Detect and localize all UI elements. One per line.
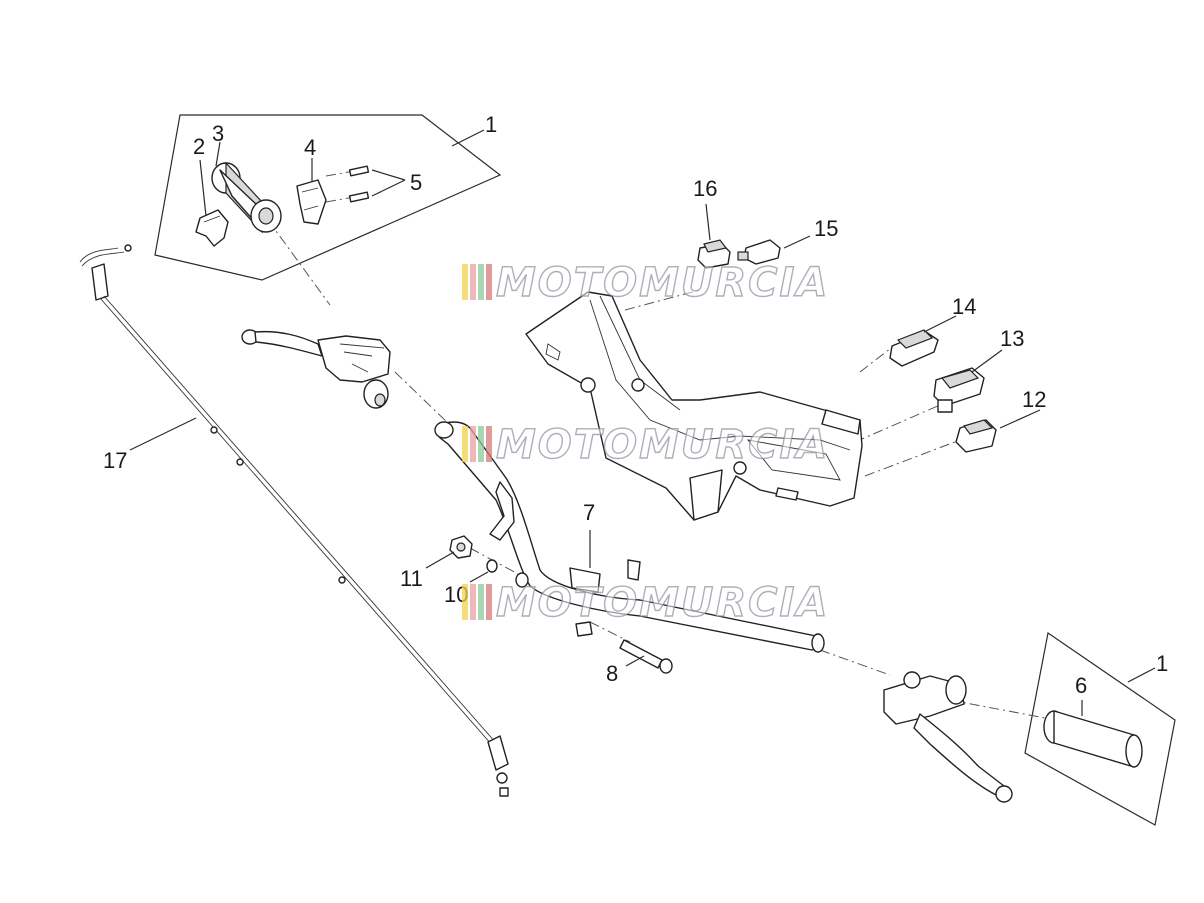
screw-part [348, 165, 406, 203]
watermark-stripe [478, 264, 484, 300]
watermark-stripe [470, 584, 476, 620]
callout-13: 13 [1000, 326, 1024, 351]
throttle-grip-part [211, 141, 282, 234]
callout-3: 3 [212, 121, 224, 146]
headlight-bracket-assembly [525, 291, 863, 521]
callout-15: 15 [814, 216, 838, 241]
callout-5: 5 [410, 170, 422, 195]
leader-1-right [1127, 667, 1156, 683]
watermark-text: MOTOMURCIA [496, 422, 829, 468]
watermark-stripe [470, 264, 476, 300]
watermark-stripe [470, 426, 476, 462]
watermark-top: MOTOMURCIA [462, 259, 829, 307]
watermark-text: MOTOMURCIA [496, 580, 829, 626]
callout-1-bottom: 1 [1156, 651, 1168, 676]
watermark-stripe [486, 584, 492, 620]
connector-15-part [737, 235, 811, 265]
watermark-stripe [486, 264, 492, 300]
callout-1-top: 1 [485, 112, 497, 137]
callout-2: 2 [193, 134, 205, 159]
washer-part [469, 559, 529, 588]
watermark-middle: MOTOMURCIA [462, 421, 829, 469]
watermark-stripe [462, 426, 468, 462]
grip-kit-group-box-left [154, 114, 502, 281]
callout-12: 12 [1022, 387, 1046, 412]
watermark-stripe [478, 426, 484, 462]
watermark-stripe [462, 264, 468, 300]
callout-6: 6 [1075, 673, 1087, 698]
switch-16-part [697, 203, 731, 269]
callout-11: 11 [400, 566, 423, 591]
watermark-bottom: MOTOMURCIA [462, 579, 829, 627]
bolt-part [619, 639, 673, 674]
callout-8: 8 [606, 661, 618, 686]
nut-part [425, 535, 473, 569]
clutch-lever-assembly [883, 671, 1013, 803]
watermark-stripe [462, 584, 468, 620]
switch-13-part [933, 349, 1003, 413]
throttle-clamp-part [195, 159, 229, 247]
leader-1-left [451, 129, 485, 147]
callout-labels: 1 2 3 4 5 16 15 14 13 12 17 7 11 10 8 1 … [103, 112, 1168, 698]
grip-kit-group-box-right [1024, 631, 1176, 826]
watermark-text: MOTOMURCIA [496, 260, 829, 306]
callout-7: 7 [583, 500, 595, 525]
callout-17: 17 [103, 448, 127, 473]
left-grip-part [1043, 700, 1143, 768]
brake-lever-assembly [241, 329, 391, 409]
throttle-cable-part [79, 244, 509, 797]
watermark-stripe [486, 426, 492, 462]
switch-14-part [889, 315, 957, 367]
throttle-housing-part [296, 158, 327, 225]
callout-14: 14 [952, 294, 976, 319]
watermark-stripe [478, 584, 484, 620]
callout-16: 16 [693, 176, 717, 201]
switch-12-part [955, 409, 1041, 453]
callout-4: 4 [304, 135, 316, 160]
assembly-lines [267, 169, 1046, 719]
